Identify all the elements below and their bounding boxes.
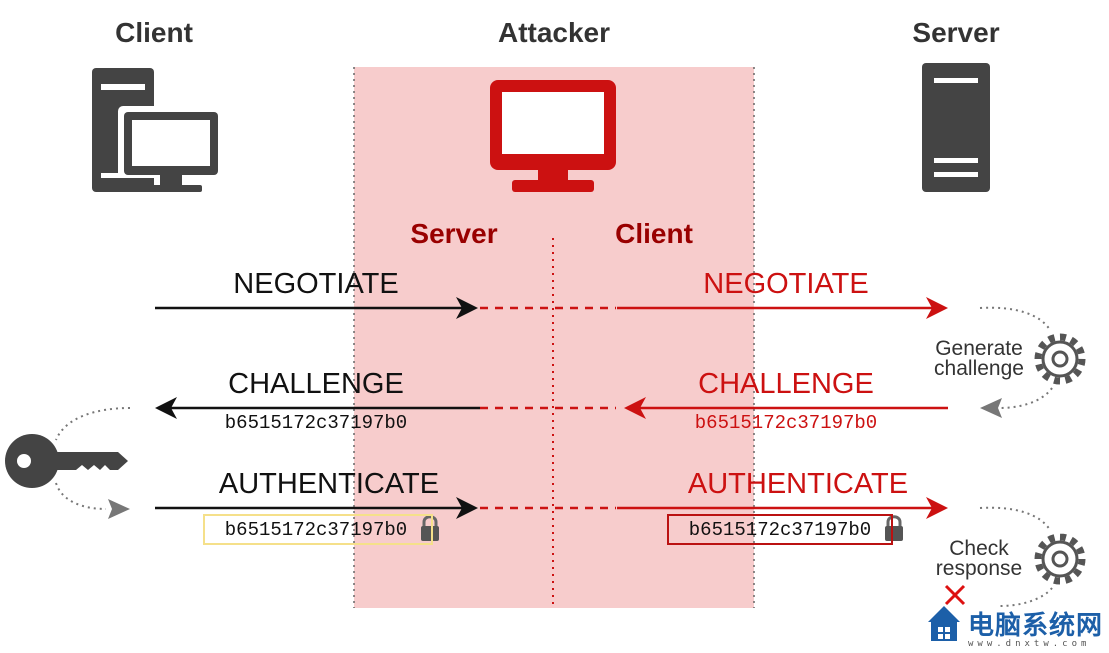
negotiate-arrow-left: [155, 297, 478, 319]
challenge-label-left: CHALLENGE: [228, 368, 404, 400]
cross-icon: [944, 584, 966, 606]
auth-hash-left: b6515172c37197b0: [224, 519, 408, 541]
gear-icon: [1034, 333, 1086, 385]
challenge-arrow-right: [624, 397, 948, 419]
auth-hash-box-right: [667, 514, 893, 545]
authenticate-label-right: AUTHENTICATE: [687, 468, 909, 500]
auth-hash-right: b6515172c37197b0: [688, 519, 872, 541]
server-tower-icon: [922, 63, 990, 192]
key-dotted-arrow-bottom: [55, 482, 130, 519]
key-dotted-arrow-top: [55, 407, 131, 441]
attacker-client-role-label: Client: [615, 218, 693, 249]
generate-note-line1: Generate: [935, 337, 1023, 360]
client-column-title: Client: [115, 17, 193, 48]
generate-dotted-arrow-bottom: [980, 387, 1053, 418]
authenticate-label-left: AUTHENTICATE: [218, 468, 440, 500]
watermark-house-icon: [928, 606, 960, 641]
watermark-text: 电脑系统网: [968, 611, 1104, 641]
authenticate-arrow-right: [617, 497, 948, 519]
challenge-hash-right: b6515172c37197b0: [694, 412, 878, 434]
attacker-column-title: Attacker: [497, 17, 611, 48]
watermark-subtext: www.dnxtw.com: [968, 639, 1091, 649]
check-note-line1: Check: [949, 537, 1009, 560]
challenge-hash-left: b6515172c37197b0: [224, 412, 408, 434]
lock-icon: [885, 515, 903, 541]
lock-icon: [421, 515, 439, 541]
generate-challenge-note: Generate challenge: [920, 337, 1038, 380]
attacker-monitor-icon: [490, 80, 616, 192]
server-column-title: Server: [912, 17, 1000, 48]
check-response-note: Check response: [920, 537, 1038, 580]
auth-hash-box-left: [203, 514, 433, 545]
negotiate-label-right: NEGOTIATE: [703, 268, 869, 300]
check-dotted-arrow-bottom: [999, 587, 1053, 607]
authenticate-arrow-left: [155, 497, 478, 519]
check-note-line2: response: [935, 557, 1023, 580]
generate-dotted-arrow-top: [979, 306, 1051, 331]
gear-icon: [1034, 533, 1086, 585]
challenge-arrow-left: [155, 397, 480, 419]
generate-note-line2: challenge: [934, 357, 1024, 380]
key-icon: [5, 434, 128, 488]
attacker-server-role-label: Server: [410, 218, 498, 249]
challenge-label-right: CHALLENGE: [698, 368, 874, 400]
check-dotted-arrow-top: [979, 506, 1051, 531]
client-computer-icon: [92, 68, 220, 192]
negotiate-label-left: NEGOTIATE: [233, 268, 399, 300]
negotiate-arrow-right: [617, 297, 948, 319]
